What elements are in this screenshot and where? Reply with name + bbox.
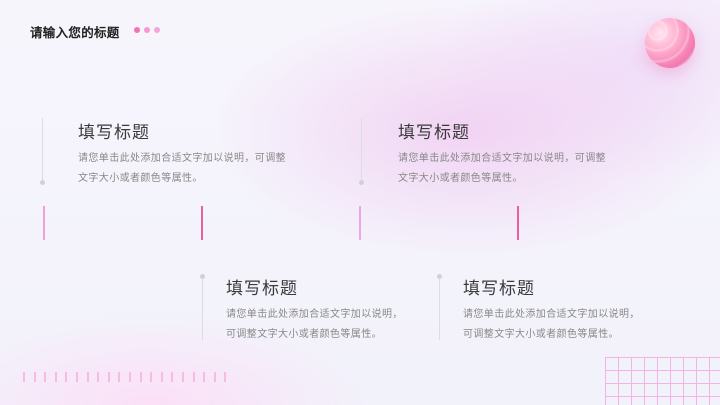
- tick-mark: [139, 372, 142, 382]
- tick-mark: [54, 372, 57, 382]
- tick-mark: [23, 372, 25, 382]
- tick-mark: [203, 372, 206, 382]
- card-description-line: 请您单击此处添加合适文字加以说明，: [226, 309, 403, 320]
- tick-mark: [224, 372, 227, 382]
- tick-mark: [86, 372, 89, 382]
- card-description[interactable]: 请您单击此处添加合适文字加以说明， 可调整文字大小或者颜色等属性。: [463, 305, 640, 345]
- card-line: [42, 118, 43, 182]
- tick-mark: [44, 372, 47, 382]
- tick-marks-decoration: [23, 372, 227, 382]
- dot-3: [154, 27, 160, 33]
- card-line: [361, 118, 362, 182]
- card-line-knob: [359, 180, 364, 185]
- timeline-marker-1: [43, 206, 45, 240]
- tick-mark: [128, 372, 131, 382]
- card-title[interactable]: 填写标题: [78, 123, 150, 143]
- card-description-line: 请您单击此处添加合适文字加以说明，可调整: [398, 153, 606, 164]
- card-description-line: 可调整文字大小或者颜色等属性。: [226, 329, 382, 340]
- text-card-3-content: 填写标题 请您单击此处添加合适文字加以说明， 可调整文字大小或者颜色等属性。: [226, 274, 403, 345]
- card-line-knob: [40, 180, 45, 185]
- card-description-line: 文字大小或者颜色等属性。: [398, 173, 523, 184]
- card-description[interactable]: 请您单击此处添加合适文字加以说明，可调整 文字大小或者颜色等属性。: [78, 149, 286, 189]
- text-card-2-content: 填写标题 请您单击此处添加合适文字加以说明，可调整 文字大小或者颜色等属性。: [398, 118, 606, 189]
- tick-mark: [160, 372, 163, 382]
- card-description-line: 请您单击此处添加合适文字加以说明，可调整: [78, 153, 286, 164]
- card-title[interactable]: 填写标题: [398, 123, 470, 143]
- tick-mark: [181, 372, 184, 382]
- tick-mark: [107, 372, 110, 382]
- pink-sphere-icon: [645, 18, 695, 68]
- tick-mark: [150, 372, 153, 382]
- card-description[interactable]: 请您单击此处添加合适文字加以说明， 可调整文字大小或者颜色等属性。: [226, 305, 403, 345]
- card-line: [439, 278, 440, 340]
- page-title[interactable]: 请输入您的标题: [30, 25, 120, 40]
- card-line: [202, 278, 203, 340]
- tick-mark: [33, 372, 36, 382]
- timeline-marker-2: [201, 206, 203, 240]
- title-dots-decoration: [134, 27, 160, 33]
- tick-mark: [65, 372, 68, 382]
- dot-2: [144, 27, 150, 33]
- tick-mark: [97, 372, 100, 382]
- card-description-line: 可调整文字大小或者颜色等属性。: [463, 329, 619, 340]
- card-description-line: 请您单击此处添加合适文字加以说明，: [463, 309, 640, 320]
- tick-mark: [75, 372, 78, 382]
- timeline-marker-4: [517, 206, 519, 240]
- card-description[interactable]: 请您单击此处添加合适文字加以说明，可调整 文字大小或者颜色等属性。: [398, 149, 606, 189]
- tick-mark: [213, 372, 216, 382]
- card-description-line: 文字大小或者颜色等属性。: [78, 173, 203, 184]
- dot-1: [134, 27, 140, 33]
- grid-decoration: [605, 357, 720, 405]
- tick-mark: [192, 372, 195, 382]
- text-card-1-content: 填写标题 请您单击此处添加合适文字加以说明，可调整 文字大小或者颜色等属性。: [78, 118, 286, 189]
- card-line-knob: [200, 274, 205, 279]
- tick-mark: [171, 372, 174, 382]
- text-card-4-content: 填写标题 请您单击此处添加合适文字加以说明， 可调整文字大小或者颜色等属性。: [463, 274, 640, 345]
- tick-mark: [118, 372, 121, 382]
- card-title[interactable]: 填写标题: [463, 279, 535, 299]
- card-line-knob: [437, 274, 442, 279]
- card-title[interactable]: 填写标题: [226, 279, 298, 299]
- timeline-marker-3: [359, 206, 361, 240]
